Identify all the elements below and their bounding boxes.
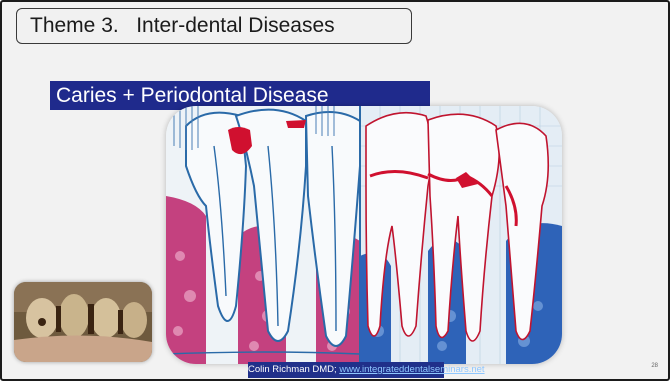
credit-banner: Colin Richman DMD; www.integrateddentals… [248,362,444,378]
slide-title-text: Theme 3. Inter-dental Diseases [30,14,335,38]
decayed-teeth-photo [14,282,152,362]
credit-link[interactable]: www.integrateddentalseminars.net [339,364,484,375]
credit-text: Colin Richman DMD; [248,364,339,375]
page-number: 28 [651,363,658,369]
slide-title: Theme 3. Inter-dental Diseases [16,8,412,44]
tooth-diagram-image [166,106,562,364]
